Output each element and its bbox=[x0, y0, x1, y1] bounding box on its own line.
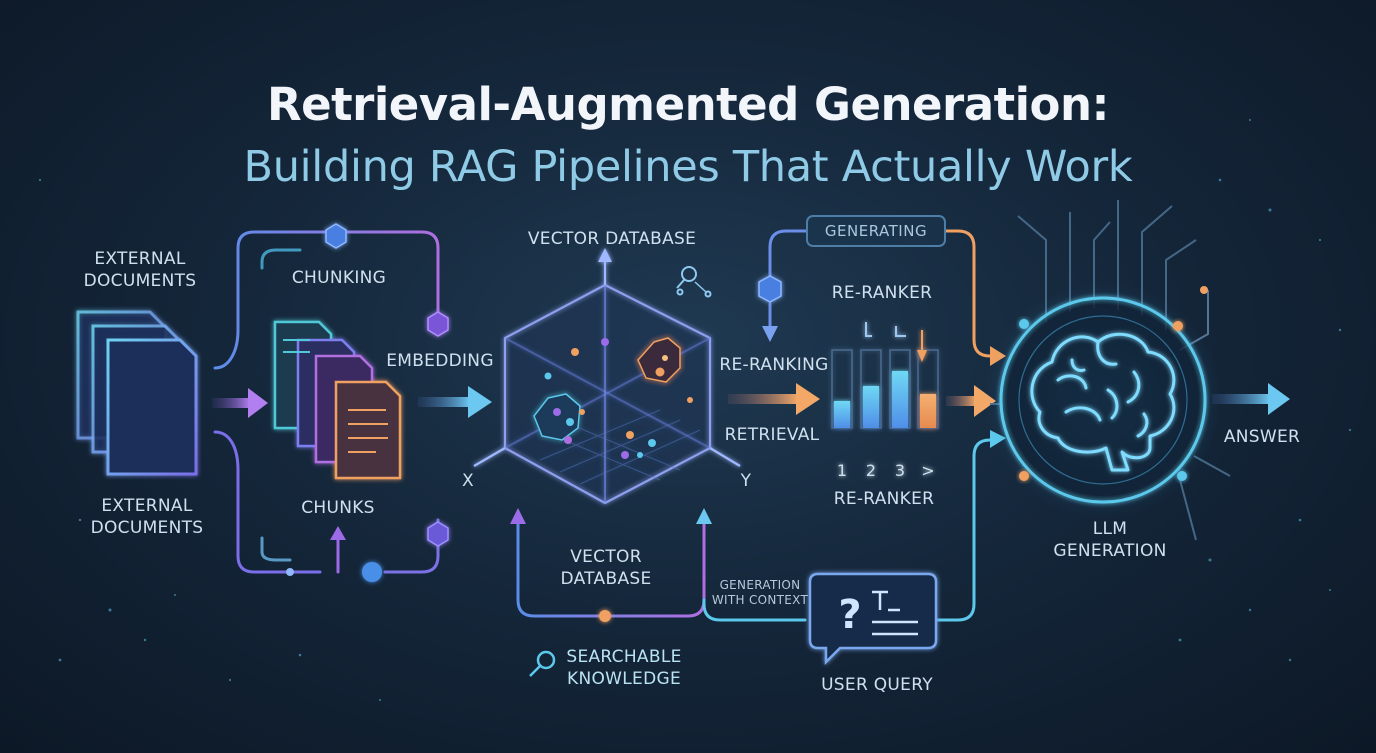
rank-label: 1 bbox=[837, 461, 847, 480]
label-external-documents-bottom: EXTERNAL DOCUMENTS bbox=[90, 496, 204, 538]
search-icon bbox=[529, 650, 556, 677]
label-re-ranker-top: RE-RANKER bbox=[831, 283, 933, 303]
arrow-right-icon bbox=[418, 386, 492, 418]
arrow-right-icon bbox=[728, 383, 820, 415]
brain-icon bbox=[1030, 332, 1176, 472]
label-retrieval: RETRIEVAL bbox=[724, 425, 820, 445]
label-answer: ANSWER bbox=[1223, 427, 1301, 447]
ambient-particles bbox=[38, 119, 1352, 701]
hexagon-node-icon bbox=[427, 521, 449, 547]
bar-chart-icon: 1 2 3 > bbox=[831, 322, 939, 480]
generating-badge: GENERATING bbox=[806, 215, 946, 247]
chunk-files-icon bbox=[273, 320, 402, 480]
pipeline-node-dot bbox=[599, 610, 611, 622]
page-subtitle: Building RAG Pipelines That Actually Wor… bbox=[243, 142, 1133, 192]
label-axis-y: Y bbox=[740, 471, 752, 491]
page-title: Retrieval-Augmented Generation: bbox=[266, 78, 1110, 131]
label-external-documents-top: EXTERNAL DOCUMENTS bbox=[83, 249, 197, 291]
vector-points bbox=[544, 338, 693, 459]
rank-bar bbox=[920, 394, 936, 428]
label-vector-database-bottom: VECTOR DATABASE bbox=[560, 547, 652, 589]
label-vector-database-top: VECTOR DATABASE bbox=[527, 229, 697, 249]
label-embedding: EMBEDDING bbox=[386, 351, 494, 371]
arrow-right-icon bbox=[212, 388, 268, 418]
brain-ring bbox=[999, 296, 1207, 504]
rank-bar bbox=[892, 371, 908, 428]
query-connector-lines bbox=[933, 430, 1006, 622]
label-re-ranker-bottom: RE-RANKER bbox=[833, 489, 935, 509]
rank-bar bbox=[863, 386, 879, 428]
label-axis-x: X bbox=[462, 471, 474, 491]
document-stack-icon bbox=[76, 310, 198, 476]
label-user-query: USER QUERY bbox=[821, 675, 933, 695]
brain-nodes bbox=[1019, 286, 1208, 481]
rank-label: 2 bbox=[866, 461, 876, 480]
rank-label: > bbox=[921, 461, 934, 480]
hexagon-node-icon bbox=[325, 223, 347, 249]
hexagon-node-icon bbox=[427, 311, 449, 337]
pipeline-node-dot bbox=[362, 562, 382, 582]
vector-cube-icon bbox=[473, 248, 741, 505]
label-llm-generation: LLM GENERATION bbox=[1053, 519, 1167, 561]
rank-label: 3 bbox=[895, 461, 905, 480]
arrow-right-icon bbox=[946, 385, 996, 417]
svg-text:?: ? bbox=[838, 592, 861, 638]
chunking-connector-lines bbox=[213, 230, 440, 574]
label-re-ranking: RE-RANKING bbox=[719, 355, 829, 375]
label-generation-with-context: GENERATION WITH CONTEXT bbox=[711, 578, 809, 607]
hexagon-node-icon bbox=[758, 275, 782, 303]
arrow-right-icon bbox=[1212, 383, 1290, 415]
query-bubble-icon: ? bbox=[808, 572, 938, 666]
search-icon bbox=[676, 266, 712, 298]
brain-inner-ring bbox=[1018, 315, 1188, 485]
label-searchable-knowledge: SEARCHABLE KNOWLEDGE bbox=[566, 647, 682, 689]
label-chunking: CHUNKING bbox=[291, 268, 387, 288]
label-chunks: CHUNKS bbox=[301, 498, 375, 518]
rank-bar bbox=[834, 401, 850, 428]
pipeline-node-dot bbox=[286, 568, 294, 576]
